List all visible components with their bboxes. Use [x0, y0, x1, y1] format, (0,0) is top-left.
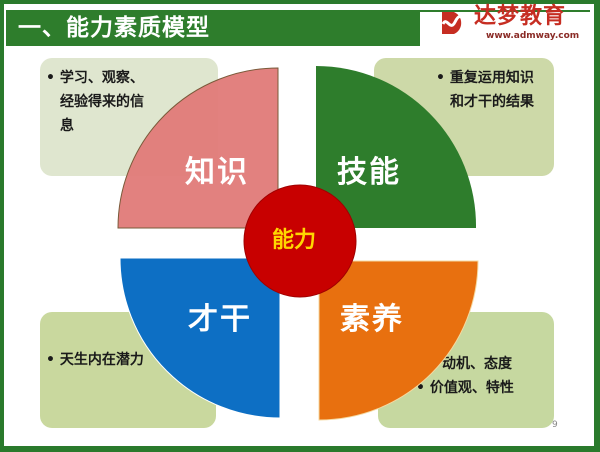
bullet-icon: • [416, 380, 430, 396]
quadrant-label-quality: 素养 [340, 302, 404, 337]
quadrant-label-knowledge: 知识 [185, 155, 249, 190]
brand-logo: 达梦教育 www.admway.com [440, 4, 590, 46]
bullet-icon: • [46, 70, 60, 86]
quadrant-quality [318, 260, 479, 421]
brand-name: 达梦教育 [474, 4, 567, 29]
center-circle [243, 184, 357, 298]
page-title: 一、能力素质模型 [18, 15, 210, 41]
brand-url: www.admway.com [486, 31, 580, 41]
description-text-skill: • 重复运用知识 和才干的结果 [436, 70, 534, 110]
d-wave-logo-icon [441, 12, 468, 34]
bullet-icon: • [436, 70, 450, 86]
quadrant-label-skill: 技能 [337, 155, 401, 190]
quadrant-skill [316, 66, 477, 228]
title-divider [420, 10, 590, 12]
center-label: 能力 [272, 228, 317, 253]
description-text-quality: 动机、态度 • 价值观、特性 [416, 356, 514, 396]
description-text-talent: • 天生内在潜力 [46, 352, 144, 368]
quadrant-label-talent: 才干 [188, 302, 252, 337]
page-number: 9 [552, 420, 558, 430]
quadrant-knowledge [117, 67, 279, 229]
bullet-icon: • [46, 352, 60, 368]
description-text-knowledge: • 学习、观察、 经验得来的信 息 [46, 70, 144, 134]
title-bar: 一、能力素质模型 [6, 10, 420, 46]
quadrant-talent [119, 257, 281, 419]
